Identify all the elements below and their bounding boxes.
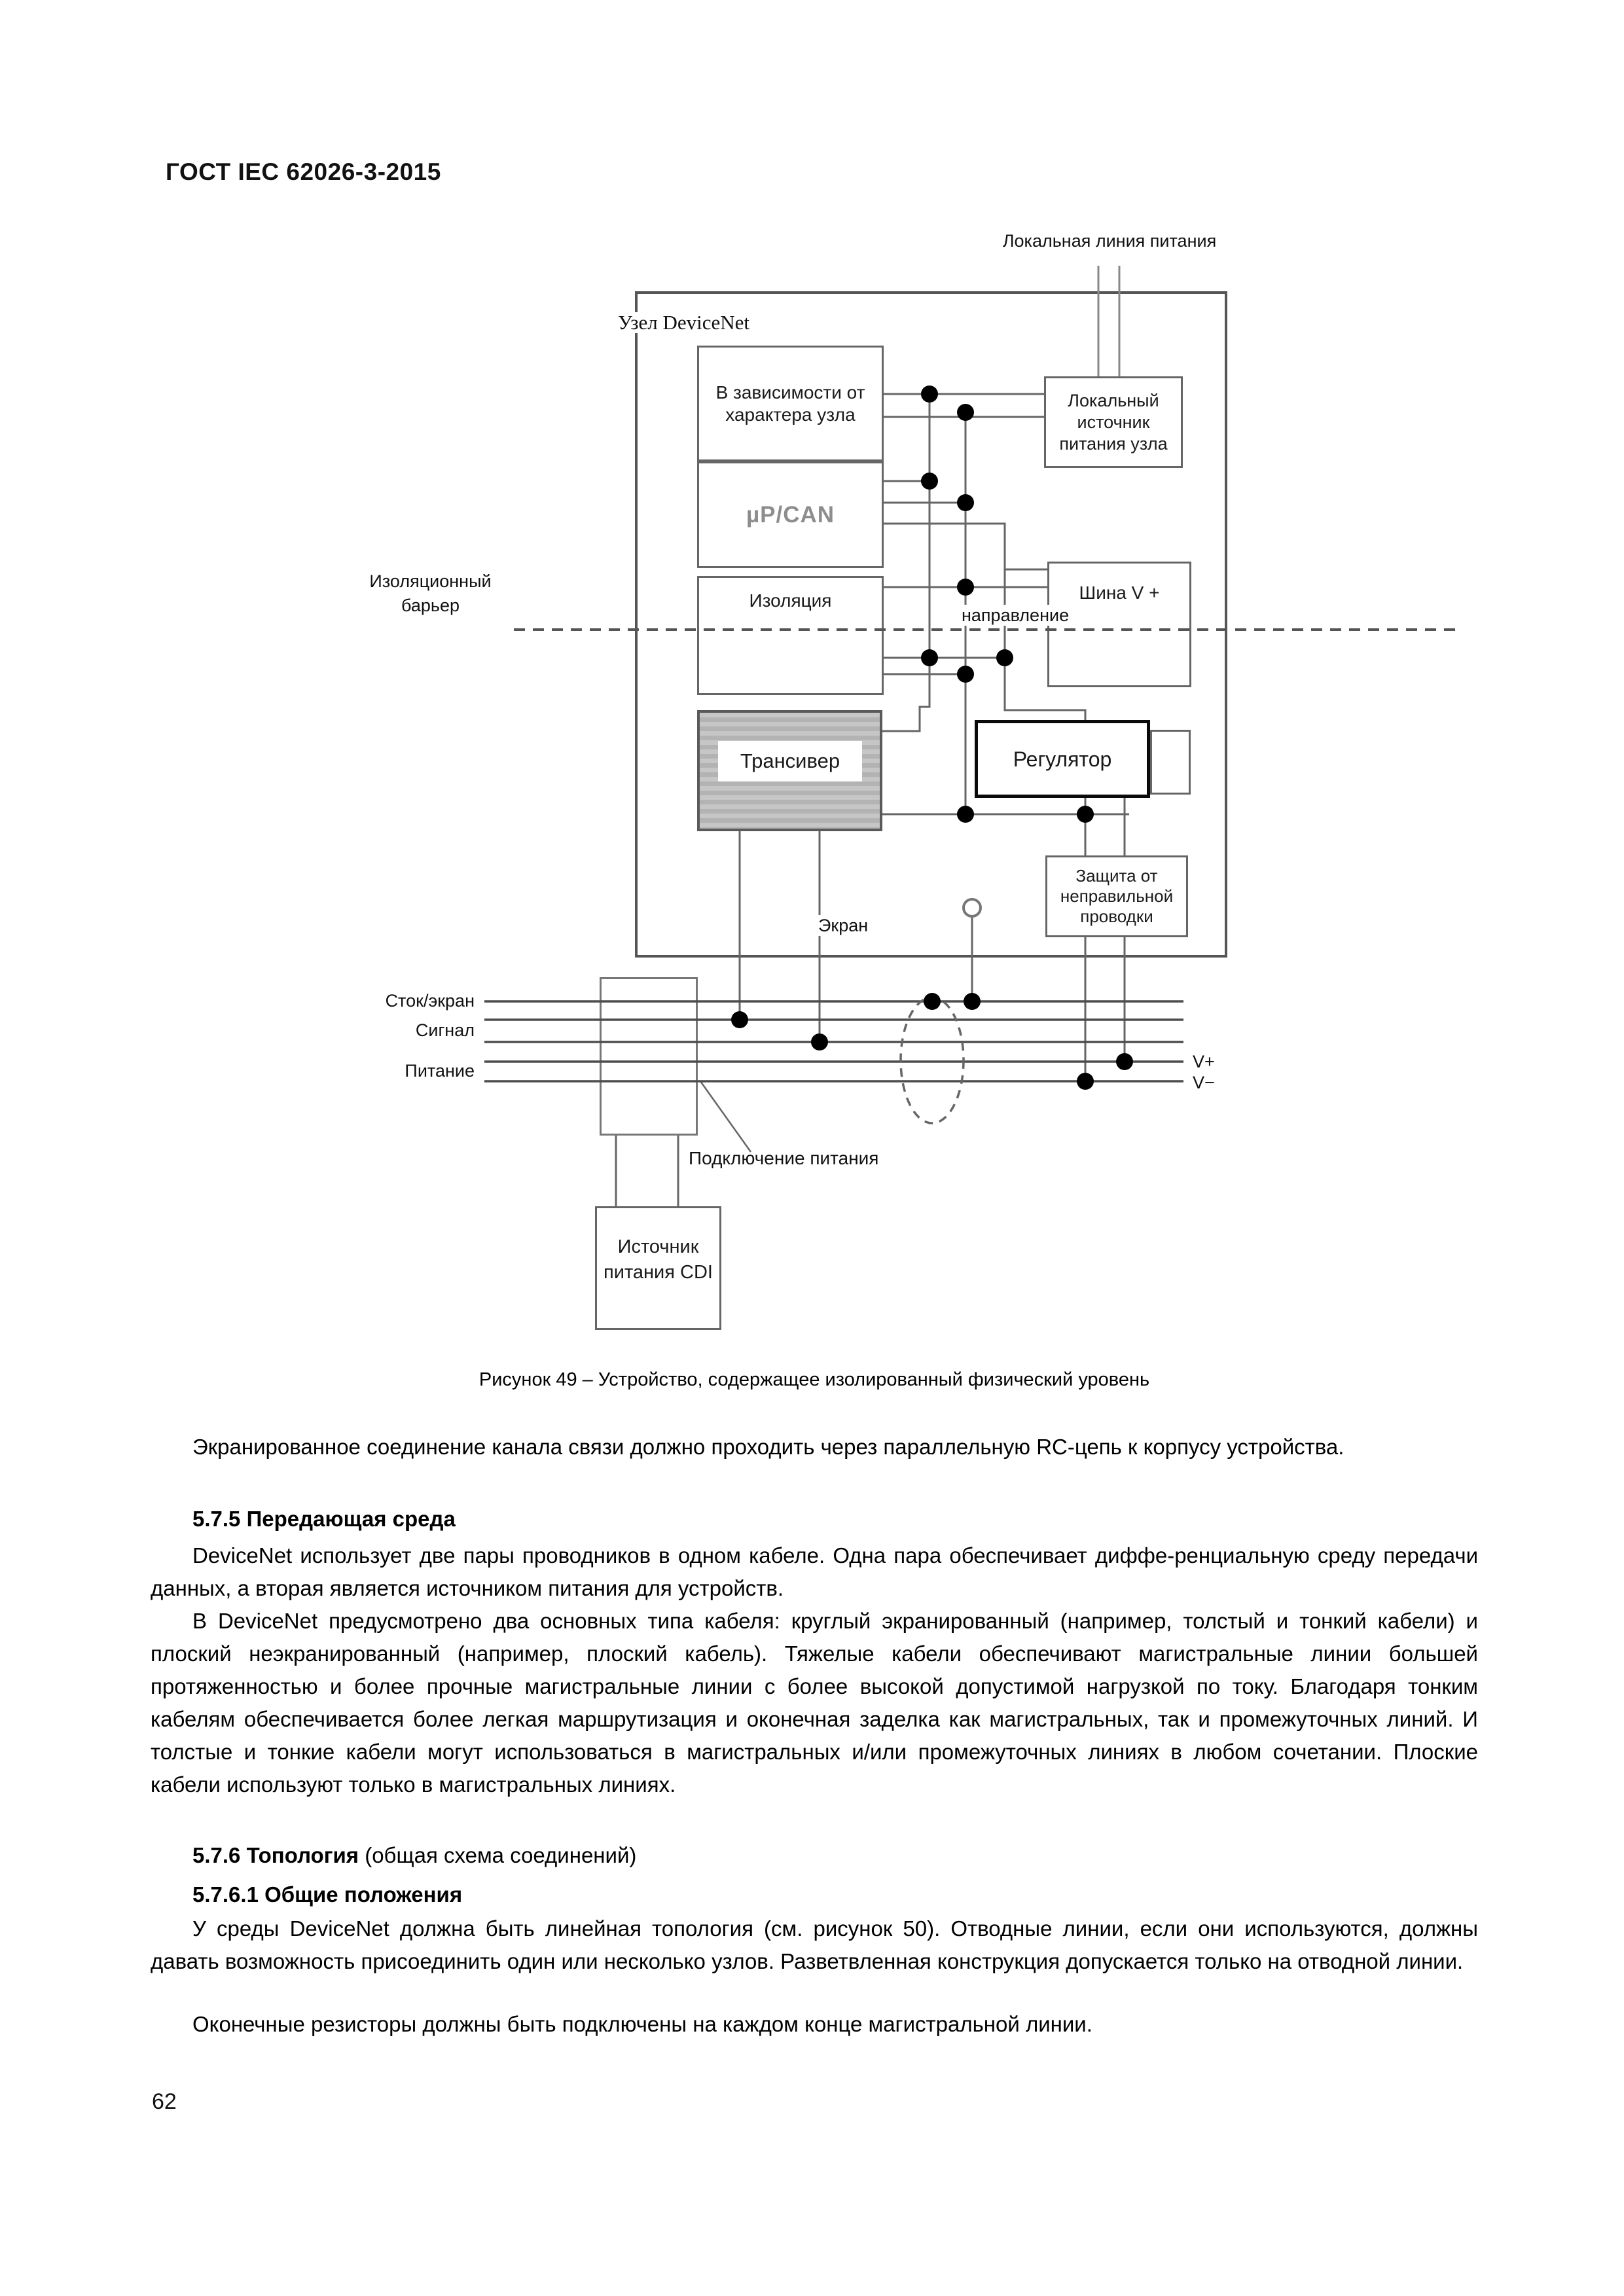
paragraph-text: Оконечные резисторы должны быть подключе… (192, 2012, 1092, 2036)
paragraph-two-pairs: DeviceNet использует две пары проводнико… (151, 1539, 1478, 1605)
box-regulator-aux (1150, 730, 1191, 795)
paragraph-shielded-connection: Экранированное соединение канала связи д… (151, 1431, 1478, 1463)
paragraph-linear-topology: У среды DeviceNet должна быть линейная т… (151, 1912, 1478, 1978)
figure-caption: Рисунок 49 – Устройство, содержащее изол… (478, 1369, 1150, 1390)
label-v-minus: V− (1193, 1073, 1215, 1092)
box-isolation: Изоляция (697, 576, 884, 695)
box-miswiring-protection: Защита от неправильной проводки (1045, 855, 1188, 937)
label-devicenet-node: Узел DeviceNet (613, 312, 755, 333)
power-tap-connector-box (600, 977, 698, 1136)
label-direction: направление (958, 605, 1073, 626)
box-cdi-power-source: Источник питания CDI (595, 1206, 721, 1330)
paragraph-text: У среды DeviceNet должна быть линейная т… (151, 1916, 1478, 1973)
paragraph-cable-types: В DeviceNet предусмотрено два основных т… (151, 1605, 1478, 1801)
chassis-terminal-circle (962, 898, 982, 918)
box-mp-can: µP/CAN (697, 461, 884, 568)
heading-regular-part: (общая схема соединений) (359, 1843, 637, 1867)
label-power: Питание (405, 1061, 475, 1081)
heading-5-7-6-1: 5.7.6.1 Общие положения (192, 1882, 463, 1907)
box-local-power-supply: Локальный источник питания узла (1044, 376, 1183, 468)
paragraph-text: Экранированное соединение канала связи д… (192, 1435, 1344, 1459)
label-v-plus: V+ (1193, 1052, 1215, 1071)
heading-5-7-5: 5.7.5 Передающая среда (192, 1507, 456, 1531)
heading-5-7-6: 5.7.6 Топология (общая схема соединений) (192, 1843, 636, 1868)
box-regulator: Регулятор (975, 720, 1150, 798)
page-number: 62 (152, 2089, 177, 2114)
junction-dots (731, 386, 1133, 1090)
label-isolation-barrier: Изоляционный барьер (369, 571, 492, 615)
bus-wires (484, 1000, 1183, 1083)
heading-bold-part: 5.7.6 Топология (192, 1843, 359, 1867)
paragraph-text: В DeviceNet предусмотрено два основных т… (151, 1609, 1478, 1797)
label-shield: Экран (816, 915, 871, 936)
page-header: ГОСТ IEC 62026-3-2015 (166, 158, 441, 185)
transceiver-label: Трансивер (718, 741, 862, 781)
label-power-connection: Подключение питания (689, 1148, 879, 1168)
box-transceiver: Трансивер (697, 710, 882, 831)
paragraph-text: DeviceNet использует две пары проводнико… (151, 1543, 1478, 1600)
devicenet-node-frame (635, 291, 1227, 958)
paragraph-terminating-resistors: Оконечные резисторы должны быть подключе… (151, 2008, 1478, 2041)
box-node-dependent: В зависимости от характера узла (697, 346, 884, 461)
label-drain-shield: Сток/экран (385, 991, 475, 1011)
label-signal: Сигнал (415, 1020, 475, 1040)
label-local-power-line: Локальная линия питания (1002, 231, 1217, 251)
